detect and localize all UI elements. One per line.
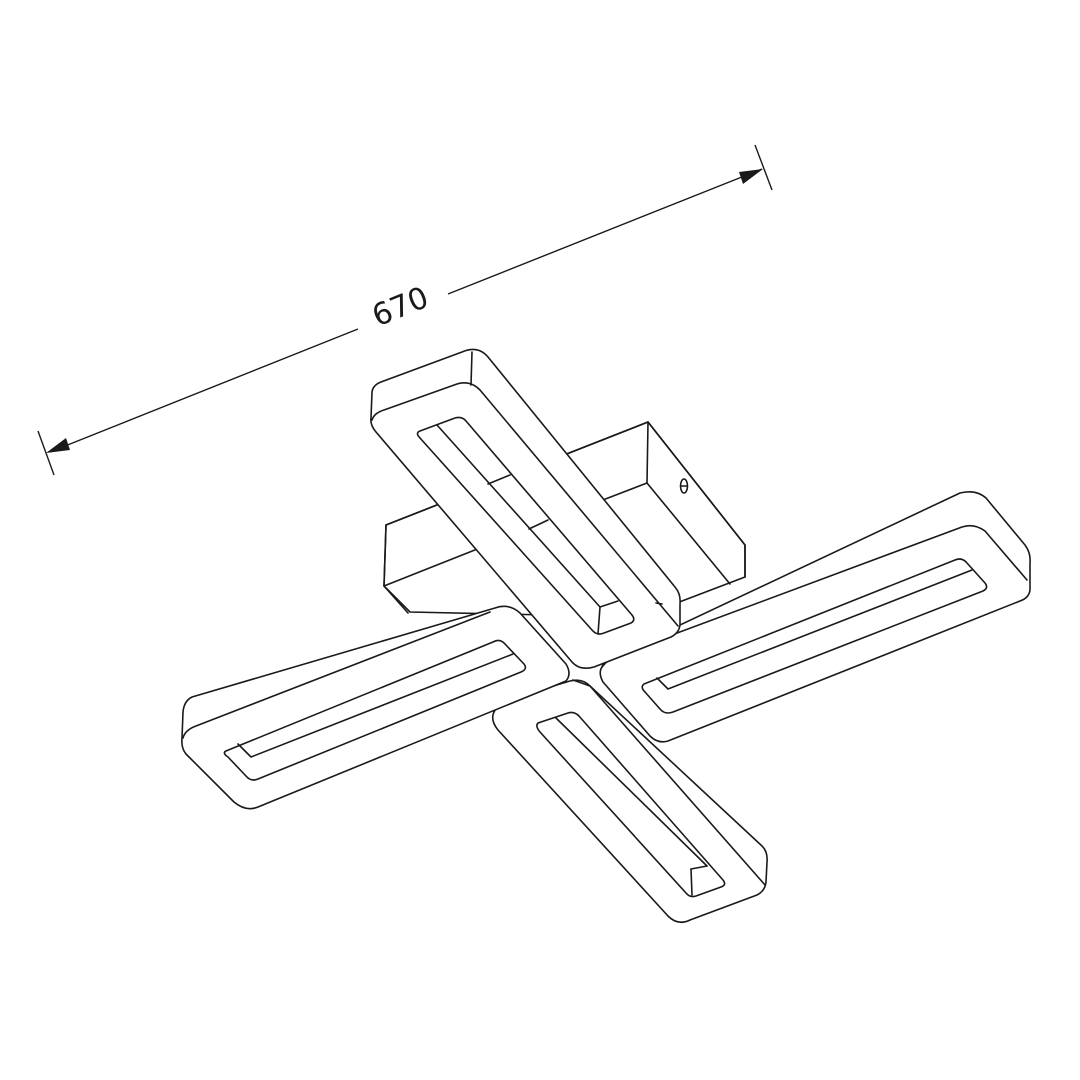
- dimension-line-right: [447, 168, 763, 295]
- dimension-extension-right: [754, 144, 773, 191]
- light-arm-top: [370, 348, 681, 669]
- width-dimension: 670: [37, 144, 773, 476]
- dimension-label: 670: [367, 280, 433, 334]
- dimension-arrow-right: [739, 169, 763, 184]
- light-arm-left: [181, 605, 570, 810]
- dimension-arrow-left: [46, 438, 70, 453]
- dimension-line-left: [49, 328, 359, 453]
